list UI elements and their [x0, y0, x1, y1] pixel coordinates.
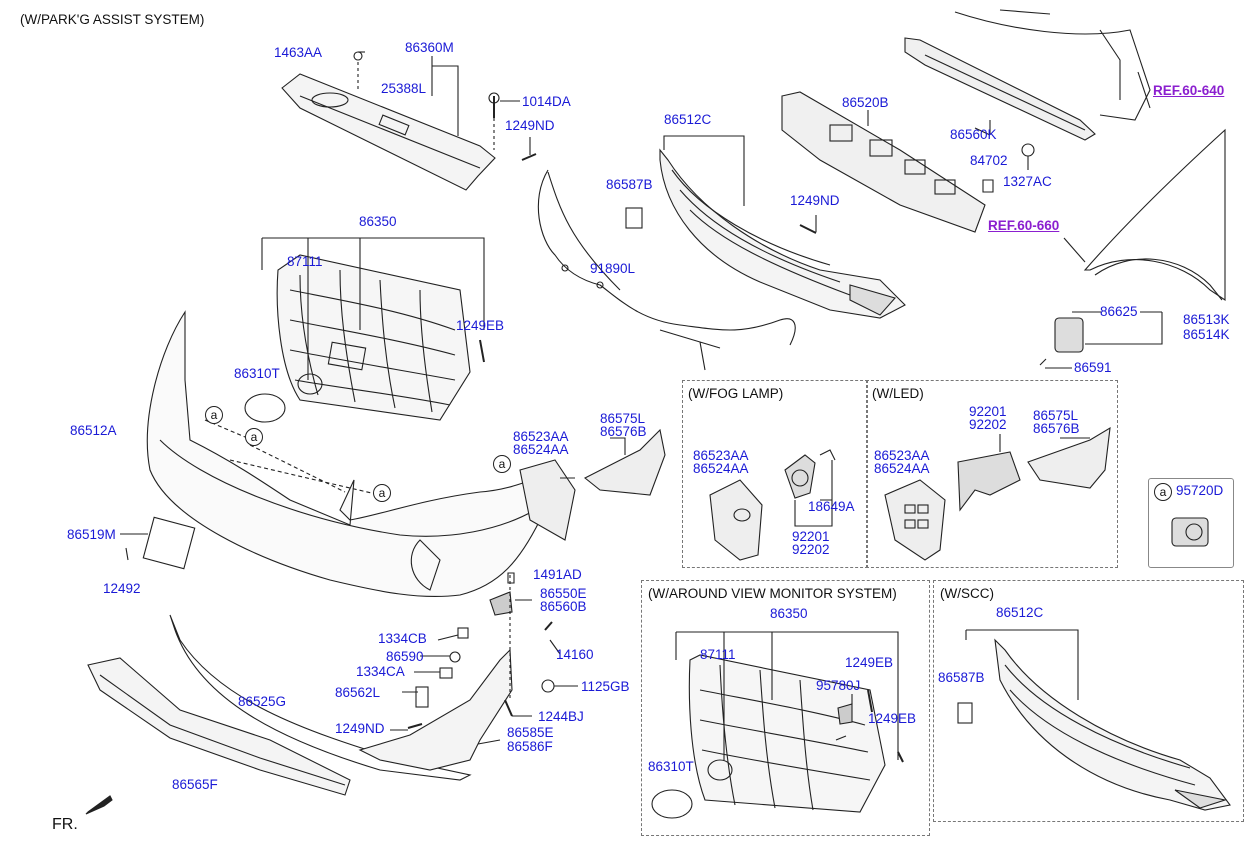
fender-shape — [1083, 128, 1226, 302]
part-label-86575L[interactable]: 86575L — [1033, 408, 1079, 423]
part-label-86625[interactable]: 86625 — [1100, 304, 1138, 319]
part-label-86525G[interactable]: 86525G — [238, 694, 287, 709]
front-bumper-shape — [146, 310, 561, 598]
section-led — [866, 380, 1118, 568]
part-label-1244BJ[interactable]: 1244BJ — [538, 709, 584, 724]
part-label-86310T[interactable]: 86310T — [648, 759, 694, 774]
part-label-1327AC[interactable]: 1327AC — [1003, 174, 1052, 189]
part-label-1334CB[interactable]: 1334CB — [378, 631, 427, 646]
part-label-86524AA[interactable]: 86524AA — [874, 461, 930, 476]
part-label-12492[interactable]: 12492 — [103, 581, 141, 596]
part-label-86586F[interactable]: 86586F — [507, 739, 553, 754]
part-label-92202[interactable]: 92202 — [969, 417, 1007, 432]
absorber-shape — [781, 91, 986, 233]
part-label-1249ND[interactable]: 1249ND — [790, 193, 840, 208]
part-label-1463AA[interactable]: 1463AA — [274, 45, 323, 60]
diagram-title: (W/PARK'G ASSIST SYSTEM) — [20, 12, 205, 27]
part-label-86590[interactable]: 86590 — [386, 649, 424, 664]
part-label-86519M[interactable]: 86519M — [67, 527, 116, 542]
part-label-86350[interactable]: 86350 — [770, 606, 808, 621]
part-label-87111[interactable]: 87111 — [700, 647, 736, 662]
part-label-86523AA[interactable]: 86523AA — [693, 448, 749, 463]
part-label-86523AA[interactable]: 86523AA — [513, 429, 569, 444]
part-label-86514K[interactable]: 86514K — [1183, 327, 1230, 342]
part-label-14160[interactable]: 14160 — [556, 647, 594, 662]
beam-shape — [904, 37, 1096, 141]
lower-lip-shape — [87, 657, 351, 796]
part-label-1249ND[interactable]: 1249ND — [505, 118, 555, 133]
side-bracket-shape — [583, 428, 666, 496]
part-label-86591[interactable]: 86591 — [1074, 360, 1112, 375]
part-label-25388L[interactable]: 25388L — [381, 81, 427, 96]
part-label-92202[interactable]: 92202 — [792, 542, 830, 557]
part-label-86565F[interactable]: 86565F — [172, 777, 218, 792]
section-fog-lamp — [682, 380, 868, 568]
part-label-86587B[interactable]: 86587B — [606, 177, 653, 192]
part-label-86576B[interactable]: 86576B — [1033, 421, 1080, 436]
part-label-95780J[interactable]: 95780J — [816, 678, 861, 693]
part-label-86524AA[interactable]: 86524AA — [513, 442, 569, 457]
section-scc — [933, 580, 1244, 822]
part-label-86513K[interactable]: 86513K — [1183, 312, 1230, 327]
part-label-1125GB[interactable]: 1125GB — [581, 679, 630, 694]
part-label-86560K[interactable]: 86560K — [950, 127, 997, 142]
part-label-86587B[interactable]: 86587B — [938, 670, 985, 685]
part-label-86524AA[interactable]: 86524AA — [693, 461, 749, 476]
front-direction-label: FR. — [52, 816, 78, 833]
part-label-1334CA[interactable]: 1334CA — [356, 664, 405, 679]
part-label-86562L[interactable]: 86562L — [335, 685, 381, 700]
part-label-95720D[interactable]: 95720D — [1176, 483, 1224, 498]
part-label-18649A[interactable]: 18649A — [808, 499, 855, 514]
part-label-86360M[interactable]: 86360M — [405, 40, 454, 55]
part-label-86585E[interactable]: 86585E — [507, 725, 554, 740]
part-label-86512C[interactable]: 86512C — [996, 605, 1044, 620]
callout-a-marker: a — [493, 455, 511, 473]
section-fog-lamp-title: (W/FOG LAMP) — [688, 386, 784, 401]
part-label-86523AA[interactable]: 86523AA — [874, 448, 930, 463]
part-label-86350[interactable]: 86350 — [359, 214, 397, 229]
callout-a-marker: a — [373, 484, 391, 502]
sensor-box — [1148, 478, 1234, 568]
part-label-92201[interactable]: 92201 — [969, 404, 1007, 419]
part-label-86520B[interactable]: 86520B — [842, 95, 889, 110]
part-label-86576B[interactable]: 86576B — [600, 424, 647, 439]
section-led-title: (W/LED) — [872, 386, 924, 401]
lower-grille-shape — [659, 148, 906, 319]
part-label-86550E[interactable]: 86550E — [540, 586, 587, 601]
harness-shape — [537, 169, 796, 346]
part-label-1491AD[interactable]: 1491AD — [533, 567, 582, 582]
part-label-86512A[interactable]: 86512A — [70, 423, 117, 438]
callout-a-marker: a — [205, 406, 223, 424]
section-scc-title: (W/SCC) — [940, 586, 994, 601]
upper-cover-shape — [281, 73, 496, 191]
fog-cover-shape — [519, 459, 576, 541]
callout-a-marker: a — [1154, 483, 1172, 501]
part-label-91890L[interactable]: 91890L — [590, 261, 636, 276]
ref-60-660-link[interactable]: REF.60-660 — [988, 218, 1060, 233]
part-label-87111[interactable]: 87111 — [287, 254, 323, 269]
callout-a-marker: a — [245, 428, 263, 446]
ref-60-640-link[interactable]: REF.60-640 — [1153, 83, 1225, 98]
part-label-92201[interactable]: 92201 — [792, 529, 830, 544]
skid-strip-shape — [169, 614, 472, 781]
part-label-84702[interactable]: 84702 — [970, 153, 1008, 168]
part-label-86512C[interactable]: 86512C — [664, 112, 712, 127]
main-grille-shape — [276, 254, 471, 421]
part-label-86575L[interactable]: 86575L — [600, 411, 646, 426]
part-label-1249ND[interactable]: 1249ND — [335, 721, 385, 736]
section-around-view-monitor — [641, 580, 930, 836]
part-label-1249EB[interactable]: 1249EB — [456, 318, 505, 333]
part-label-1249EB[interactable]: 1249EB — [845, 655, 894, 670]
part-label-86560B[interactable]: 86560B — [540, 599, 587, 614]
part-label-1014DA[interactable]: 1014DA — [522, 94, 571, 109]
section-avm-title: (W/AROUND VIEW MONITOR SYSTEM) — [648, 586, 897, 601]
part-label-1249EB[interactable]: 1249EB — [868, 711, 917, 726]
part-label-86310T[interactable]: 86310T — [234, 366, 280, 381]
